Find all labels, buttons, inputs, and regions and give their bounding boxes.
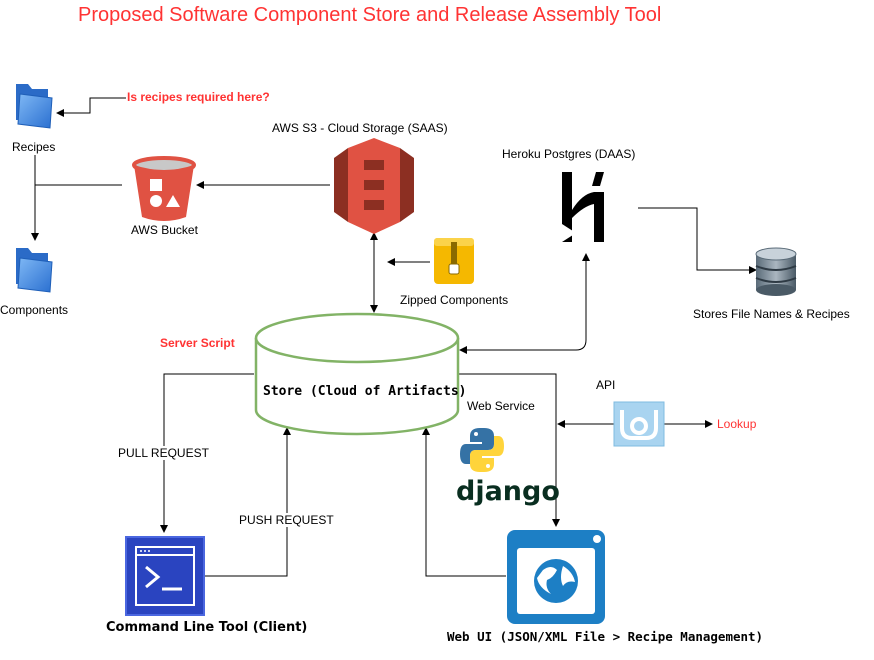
web-browser-icon[interactable] [507, 530, 605, 624]
recipes-folder-label: Recipes [12, 140, 56, 154]
folder-icon[interactable] [16, 248, 53, 293]
terminal-icon[interactable] [125, 536, 205, 616]
django-wordmark: django [456, 476, 560, 507]
components-folder-label: Components [0, 303, 69, 317]
zip-archive-icon[interactable] [434, 238, 474, 284]
connectors [31, 97, 757, 577]
lookup-label: Lookup [717, 417, 757, 431]
heroku-icon[interactable] [562, 172, 604, 242]
web-service-label: Web Service [467, 399, 535, 413]
stores-file-names-label: Stores File Names & Recipes [693, 307, 850, 321]
edge-webui-to-store [422, 427, 506, 577]
edge-pull-request [160, 373, 254, 533]
folder-icon[interactable] [16, 84, 53, 129]
django-logo-group: django [456, 424, 560, 512]
edge-store-heroku [459, 253, 590, 354]
aws-bucket-label: AWS Bucket [131, 223, 198, 237]
diagram-title: Proposed Software Component Store and Re… [78, 4, 662, 26]
aws-s3-icon[interactable] [334, 138, 414, 234]
pull-request-label: PULL REQUEST [118, 446, 209, 460]
python-icon [460, 428, 504, 472]
server-script-label: Server Script [160, 336, 235, 350]
annotation-recipes-question: Is recipes required here? [127, 90, 270, 104]
cli-label: Command Line Tool (Client) [106, 620, 308, 635]
edge-store-to-webui [458, 373, 560, 527]
web-ui-label: Web UI (JSON/XML File > Recipe Managemen… [447, 629, 764, 644]
aws-s3-label: AWS S3 - Cloud Storage (SAAS) [272, 121, 448, 135]
store-label: Store (Cloud of Artifacts) [263, 384, 467, 399]
edge-heroku-to-db [638, 207, 757, 274]
api-icon[interactable] [613, 401, 665, 447]
api-label: API [596, 378, 616, 392]
push-request-label: PUSH REQUEST [239, 513, 334, 527]
zipped-components-label: Zipped Components [400, 293, 509, 307]
edge-annotation-to-recipes [56, 97, 126, 117]
edge-push-request [205, 427, 291, 577]
heroku-label: Heroku Postgres (DAAS) [502, 147, 636, 161]
store-cylinder[interactable] [254, 312, 460, 436]
aws-bucket-icon[interactable] [132, 156, 196, 221]
database-icon[interactable] [755, 247, 797, 296]
